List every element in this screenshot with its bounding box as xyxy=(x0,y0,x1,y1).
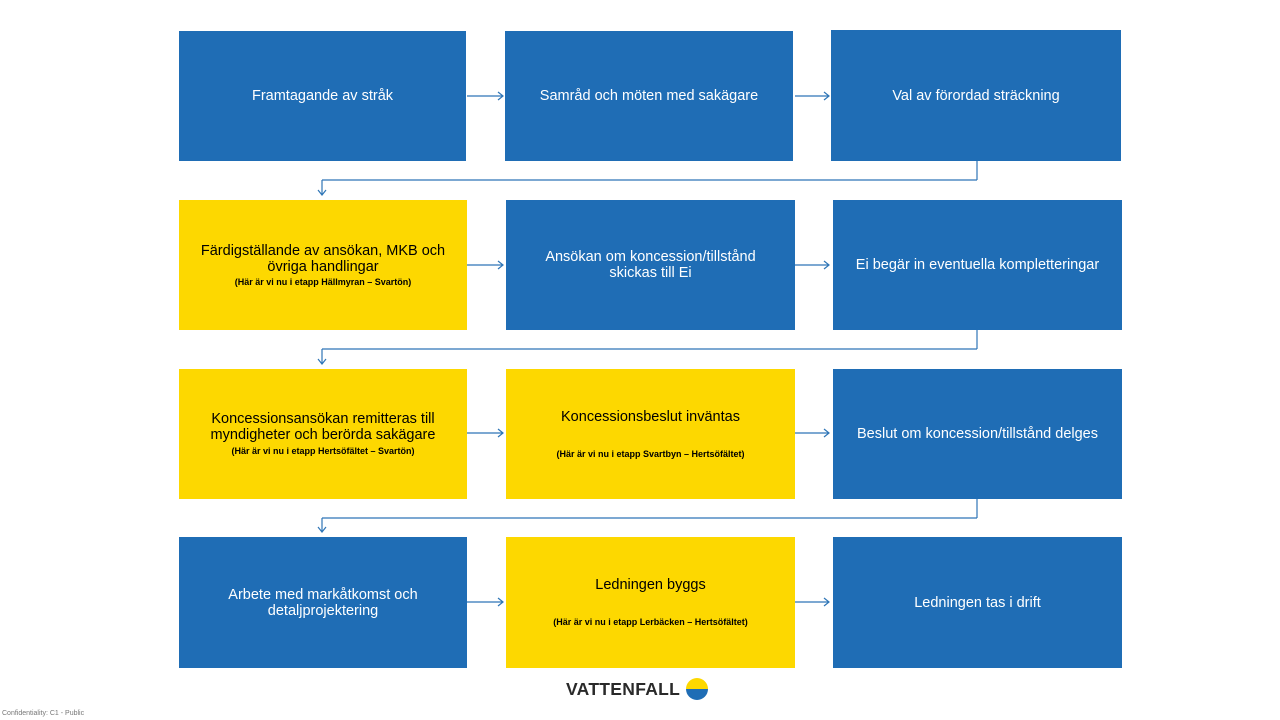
step-9-box: Beslut om koncession/tillstånd delges xyxy=(833,369,1122,499)
step-12-box: Ledningen tas i drift xyxy=(833,537,1122,668)
arrow-row3-2-head xyxy=(823,428,830,438)
step-8-box: Koncessionsbeslut inväntas (Här är vi nu… xyxy=(506,369,795,499)
step-1-box: Framtagande av stråk xyxy=(179,31,466,161)
step-3-box: Val av förordad sträckning xyxy=(831,30,1121,161)
arrow-row1-1-head xyxy=(497,91,504,101)
step-11-status-note: (Här är vi nu i etapp Lerbäcken – Hertsö… xyxy=(553,617,748,627)
arrow-row4-1-head xyxy=(497,597,504,607)
step-7-title: Koncessionsansökan remitteras till myndi… xyxy=(210,411,436,443)
arrow-row1-2-head xyxy=(823,91,830,101)
arrow-row2-1-head xyxy=(497,260,504,270)
step-2-box: Samråd och möten med sakägare xyxy=(505,31,793,161)
step-10-title: Arbete med markåtkomst och detaljprojekt… xyxy=(228,586,418,619)
elbow-2-head xyxy=(317,358,327,365)
step-10-box: Arbete med markåtkomst och detaljprojekt… xyxy=(179,537,467,668)
step-5-title: Ansökan om koncession/tillstånd skickas … xyxy=(545,249,756,281)
step-4-box: Färdigställande av ansökan, MKB och övri… xyxy=(179,200,467,330)
step-5-box: Ansökan om koncession/tillstånd skickas … xyxy=(506,200,795,330)
step-6-box: Ei begär in eventuella kompletteringar xyxy=(833,200,1122,330)
step-6-title: Ei begär in eventuella kompletteringar xyxy=(855,257,1100,273)
step-12-title: Ledningen tas i drift xyxy=(914,594,1041,611)
vattenfall-logo: VATTENFALL xyxy=(566,677,709,701)
step-11-box: Ledningen byggs (Här är vi nu i etapp Le… xyxy=(506,537,795,668)
elbow-1-head xyxy=(317,189,327,196)
step-7-status-note: (Här är vi nu i etapp Hertsöfältet – Sva… xyxy=(231,446,415,456)
arrow-row3-1-head xyxy=(497,428,504,438)
arrow-row4-2-head xyxy=(823,597,830,607)
step-7-box: Koncessionsansökan remitteras till myndi… xyxy=(179,369,467,499)
confidentiality-label: Confidentiality: C1 - Public xyxy=(2,710,85,717)
vattenfall-sun-icon xyxy=(686,678,709,700)
step-4-title: Färdigställande av ansökan, MKB och övri… xyxy=(200,242,446,275)
arrow-row2-2-head xyxy=(823,260,830,270)
logo-wordmark: VATTENFALL xyxy=(566,678,681,699)
step-1-title: Framtagande av stråk xyxy=(251,88,394,104)
step-4-status-note: (Här är vi nu i etapp Hällmyran – Svartö… xyxy=(234,276,412,287)
elbow-3-head xyxy=(317,526,327,533)
step-8-title: Koncessionsbeslut inväntas xyxy=(561,408,740,425)
step-8-status-note: (Här är vi nu i etapp Svartbyn – Hertsöf… xyxy=(556,448,745,459)
step-11-title: Ledningen byggs xyxy=(595,577,706,593)
step-2-title: Samråd och möten med sakägare xyxy=(539,88,759,104)
step-3-title: Val av förordad sträckning xyxy=(892,87,1060,104)
step-9-title: Beslut om koncession/tillstånd delges xyxy=(857,426,1098,442)
